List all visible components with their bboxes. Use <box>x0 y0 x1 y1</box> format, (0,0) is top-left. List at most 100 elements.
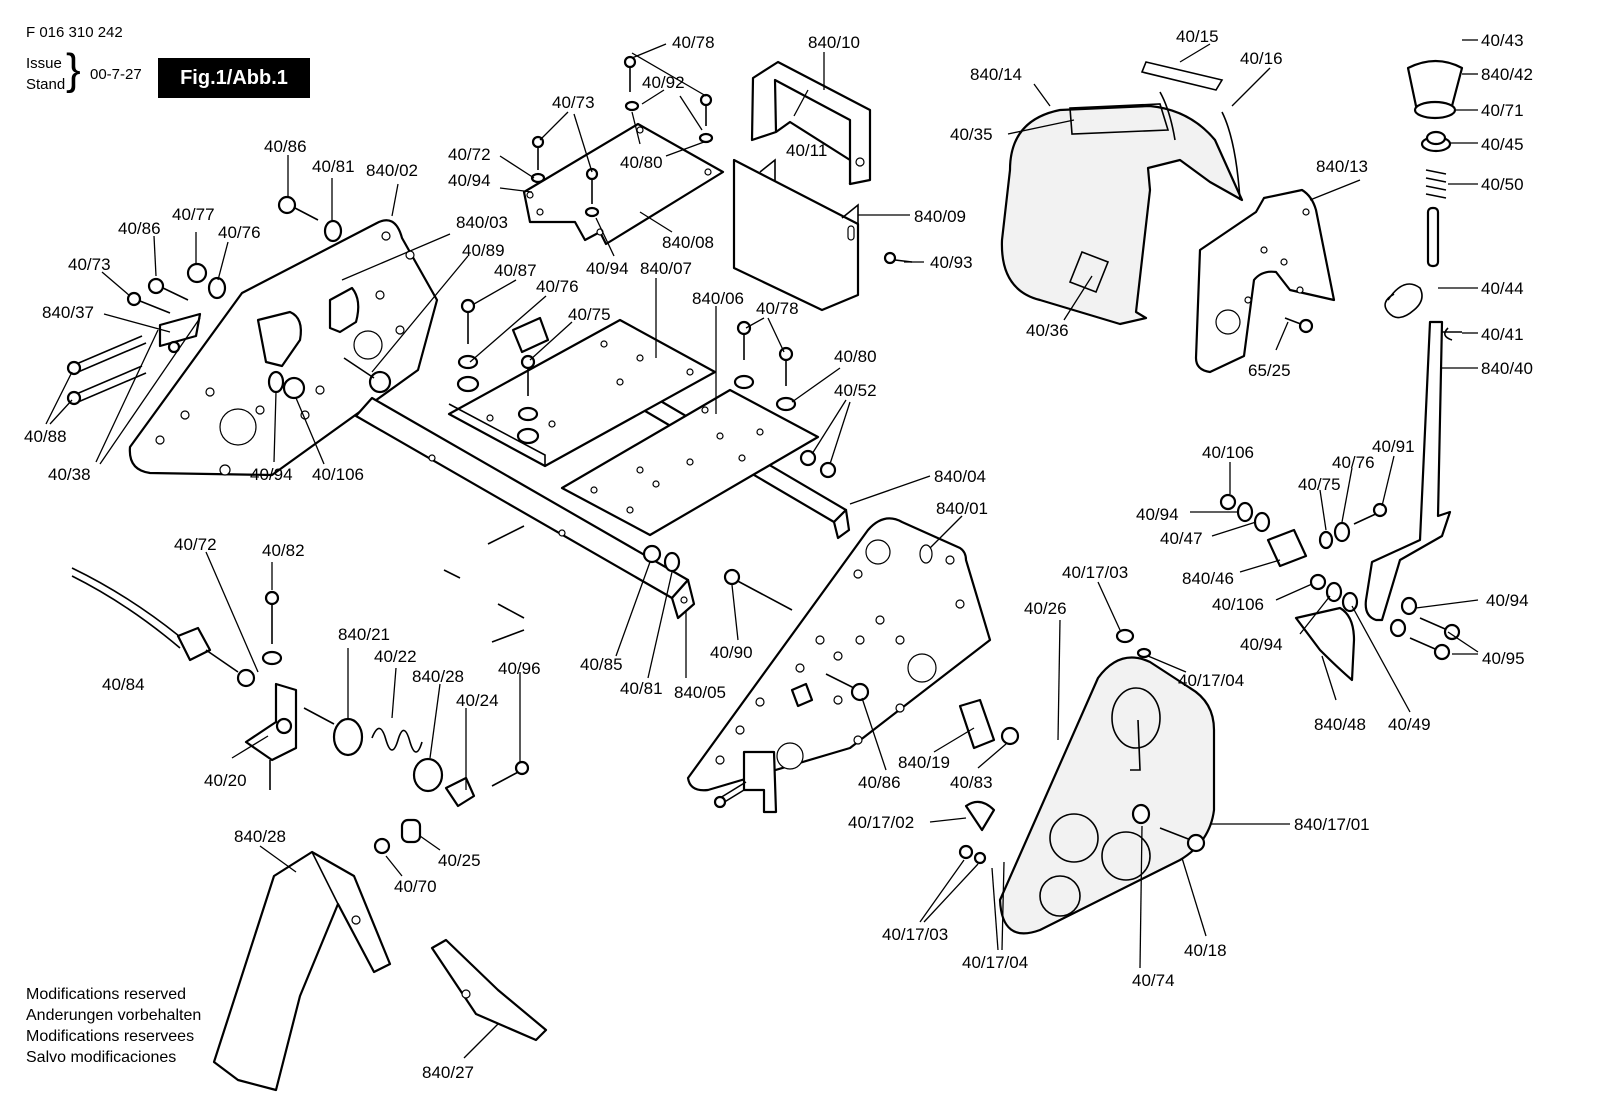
assembly-guides <box>443 525 525 643</box>
callout-label: 840/19 <box>898 753 950 772</box>
callout-label: 840/17/01 <box>1294 815 1370 834</box>
callout-label: 40/72 <box>174 535 217 554</box>
callout-label: 40/49 <box>1388 715 1431 734</box>
callout-label: 40/47 <box>1160 529 1203 548</box>
callout-label: 40/22 <box>374 647 417 666</box>
callout-label: 40/24 <box>456 691 499 710</box>
callout-label: 840/01 <box>936 499 988 518</box>
document-number: F 016 310 242 <box>26 24 123 41</box>
callout-label: 840/42 <box>1481 65 1533 84</box>
callout-label: 40/17/03 <box>882 925 948 944</box>
callout-label: 40/94 <box>1136 505 1179 524</box>
callout-label: 40/75 <box>568 305 611 324</box>
callout-label: 40/18 <box>1184 941 1227 960</box>
covers-840-10-09 <box>732 60 872 312</box>
callout-label: 40/76 <box>1332 453 1375 472</box>
callout-label: 40/92 <box>642 73 685 92</box>
callout-label: 40/35 <box>950 125 993 144</box>
callout-label: 40/86 <box>118 219 161 238</box>
callout-label: 40/71 <box>1481 101 1524 120</box>
plate-840-07 <box>447 316 717 468</box>
note-line: Salvo modificaciones <box>26 1049 177 1066</box>
callout-label: 40/80 <box>834 347 877 366</box>
callout-label: 840/09 <box>914 207 966 226</box>
callout-label: 40/94 <box>586 259 629 278</box>
plate-840-08 <box>522 122 725 246</box>
callout-label: 40/17/04 <box>962 953 1028 972</box>
plate-840-06 <box>560 388 820 537</box>
callout-label: 40/73 <box>68 255 111 274</box>
issue-brace: } <box>66 45 81 94</box>
brackets-840-28-27 <box>212 850 548 1092</box>
callout-label: 40/36 <box>1026 321 1069 340</box>
callout-label: 65/25 <box>1248 361 1291 380</box>
callout-label: 40/50 <box>1481 175 1524 194</box>
callout-label: 40/75 <box>1298 475 1341 494</box>
callout-label: 40/25 <box>438 851 481 870</box>
callout-label: 840/37 <box>42 303 94 322</box>
callout-label: 840/02 <box>366 161 418 180</box>
belt-guard <box>958 628 1216 935</box>
callout-label: 40/106 <box>1202 443 1254 462</box>
note-line: Modifications reservees <box>26 1028 195 1045</box>
callout-label: 40/106 <box>312 465 364 484</box>
callout-label: 40/45 <box>1481 135 1524 154</box>
callout-label: 40/96 <box>498 659 541 678</box>
housing-840-14 <box>1000 61 1244 326</box>
note-line: Modifications reserved <box>26 986 187 1003</box>
callout-label: 840/46 <box>1182 569 1234 588</box>
callout-label: 840/48 <box>1314 715 1366 734</box>
callout-label: 840/03 <box>456 213 508 232</box>
callout-label: 40/106 <box>1212 595 1264 614</box>
figure-label-badge: Fig.1/Abb.1 <box>158 58 310 98</box>
callout-label: 40/93 <box>930 253 973 272</box>
issue-date: 00-7-27 <box>90 66 142 83</box>
callout-label: 40/91 <box>1372 437 1415 456</box>
callout-label: 40/73 <box>552 93 595 112</box>
callout-label: 40/76 <box>536 277 579 296</box>
callout-label: 840/40 <box>1481 359 1533 378</box>
callout-label: 40/94 <box>250 465 293 484</box>
callout-label: 40/74 <box>1132 971 1175 990</box>
callout-label: 40/94 <box>1240 635 1283 654</box>
callout-label: 840/13 <box>1316 157 1368 176</box>
callout-label: 840/07 <box>640 259 692 278</box>
callout-label: 40/80 <box>620 153 663 172</box>
issue-label: Issue <box>26 55 62 72</box>
plate-840-13 <box>1194 188 1336 374</box>
callout-label: 40/76 <box>218 223 261 242</box>
callout-label: 40/94 <box>448 171 491 190</box>
callout-label: 840/28 <box>234 827 286 846</box>
callout-label: 40/17/03 <box>1062 563 1128 582</box>
callout-label: 840/06 <box>692 289 744 308</box>
callout-label: 40/38 <box>48 465 91 484</box>
callout-label: 40/78 <box>672 33 715 52</box>
cable-assembly <box>71 567 530 855</box>
leader-lines <box>45 39 1479 1059</box>
callout-label: 40/86 <box>264 137 307 156</box>
callout-label: 40/81 <box>312 157 355 176</box>
callout-label: 40/83 <box>950 773 993 792</box>
callout-label: 40/41 <box>1481 325 1524 344</box>
callout-label: 40/11 <box>786 141 827 160</box>
callout-label: 40/86 <box>858 773 901 792</box>
callout-label: 40/77 <box>172 205 215 224</box>
callout-labels: 40/78 840/10 40/15 40/43 40/92 40/73 40/… <box>24 27 1533 1082</box>
lever-stack <box>1364 59 1464 622</box>
callout-label: 40/89 <box>462 241 505 260</box>
callout-label: 40/88 <box>24 427 67 446</box>
modification-notes: Modifications reserved Anderungen vorbeh… <box>26 984 201 1068</box>
callout-label: 40/16 <box>1240 49 1283 68</box>
callout-label: 840/27 <box>422 1063 474 1082</box>
callout-label: 40/84 <box>102 675 145 694</box>
callout-label: 40/17/04 <box>1178 671 1244 690</box>
left-fasteners <box>66 195 392 406</box>
callout-label: 40/44 <box>1481 279 1524 298</box>
callout-label: 40/87 <box>494 261 537 280</box>
stand-label: Stand <box>26 76 66 93</box>
callout-label: 40/95 <box>1482 649 1525 668</box>
callout-label: 40/17/02 <box>848 813 914 832</box>
callout-label: 40/82 <box>262 541 305 560</box>
callout-label: 40/43 <box>1481 31 1524 50</box>
